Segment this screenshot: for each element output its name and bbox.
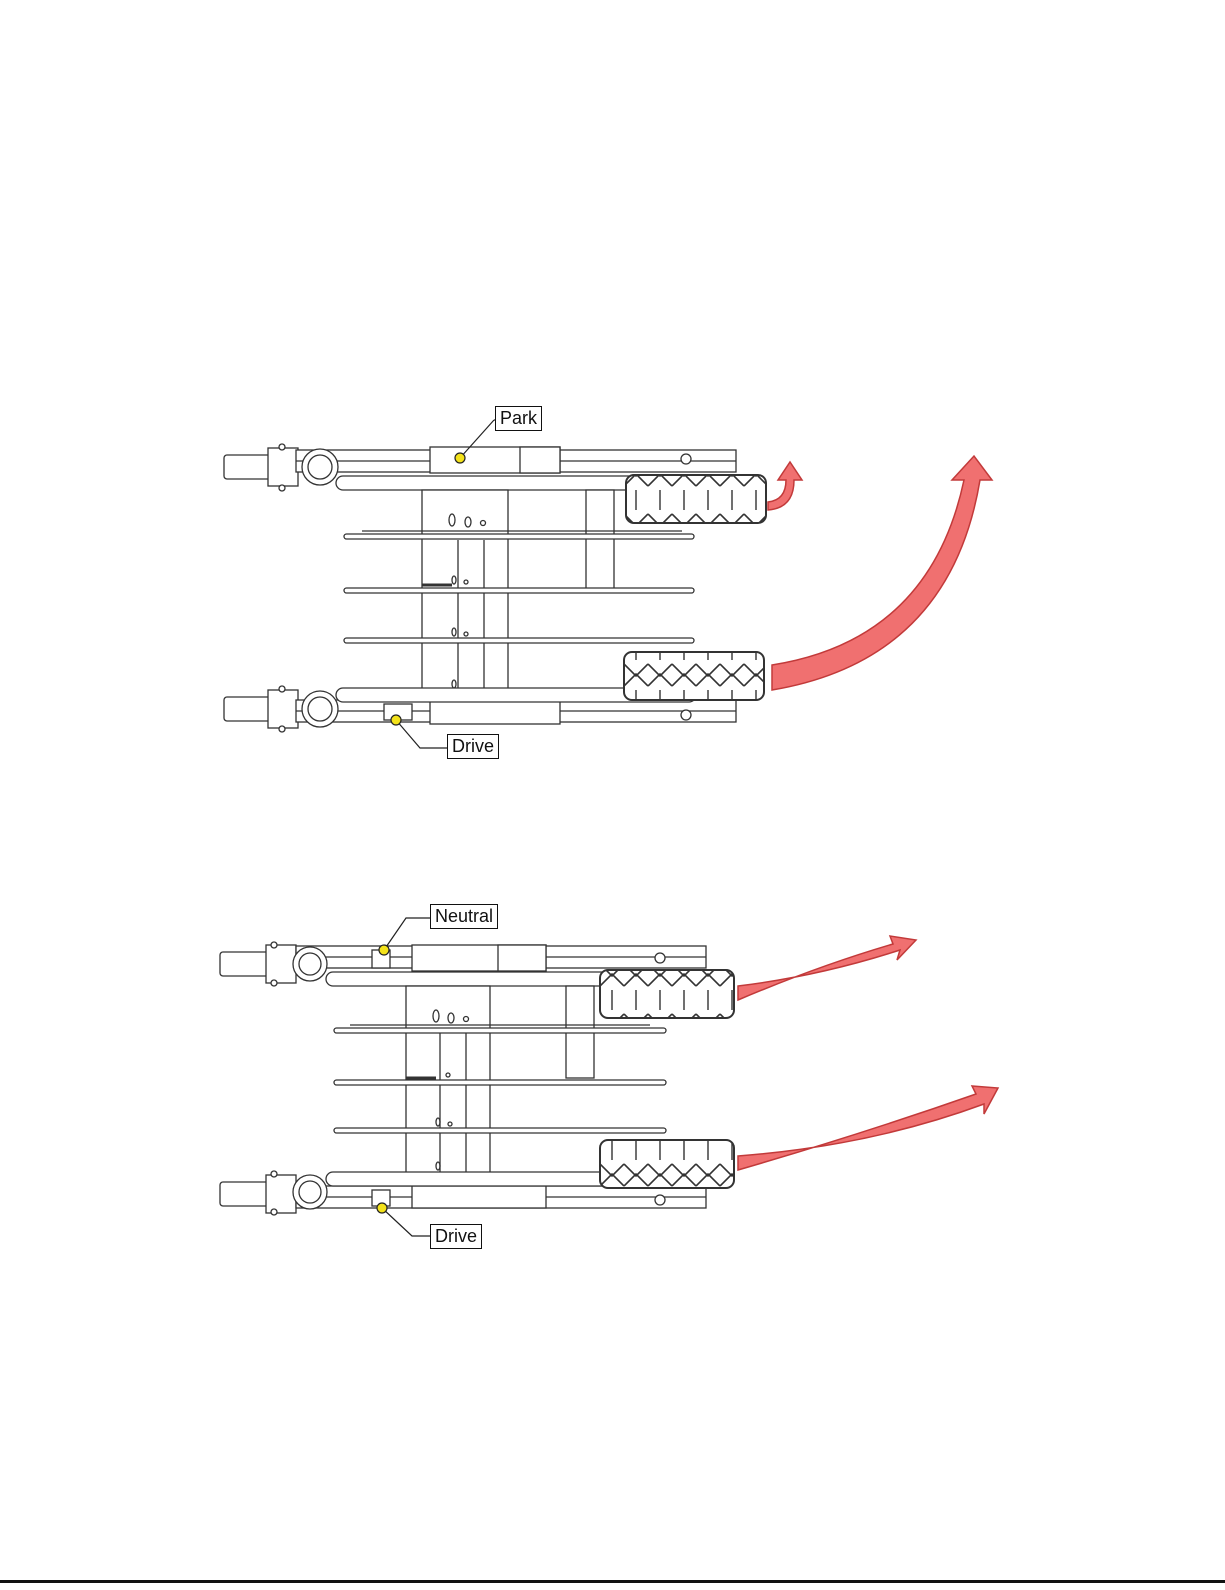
upper-curved-arrow — [738, 936, 916, 1000]
page-bottom-rule — [0, 1580, 1225, 1583]
lower-curved-arrow — [738, 1086, 998, 1170]
drive-marker-bottom — [377, 1203, 387, 1213]
park-marker — [455, 453, 465, 463]
drive-label-bottom: Drive — [430, 1224, 482, 1249]
neutral-marker — [379, 945, 389, 955]
top-upper-wheel — [626, 475, 766, 523]
large-curved-arrow — [772, 456, 992, 690]
park-label: Park — [495, 406, 542, 431]
bottom-lower-wheel — [600, 1140, 734, 1188]
bottom-upper-wheel — [600, 970, 734, 1018]
top-lower-wheel — [624, 652, 764, 700]
drive-marker-top — [391, 715, 401, 725]
top-diagram — [224, 420, 992, 748]
bottom-diagram — [220, 918, 998, 1236]
drive-label-top: Drive — [447, 734, 499, 759]
small-curved-arrow — [768, 462, 802, 510]
neutral-label: Neutral — [430, 904, 498, 929]
